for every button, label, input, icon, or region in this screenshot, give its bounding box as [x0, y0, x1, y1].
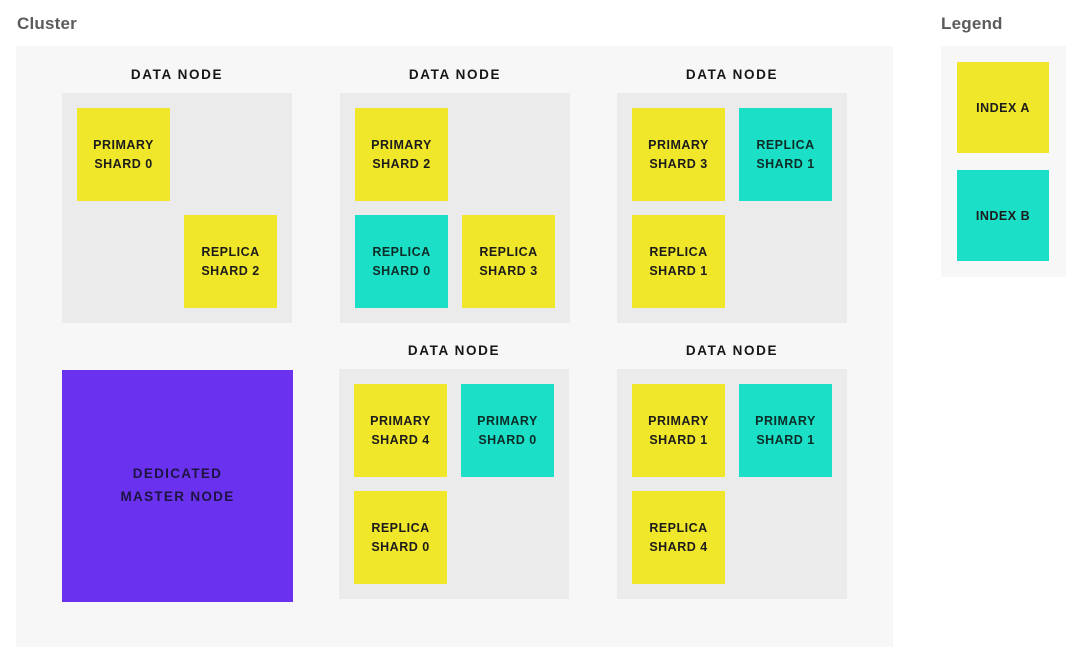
- data-node-label: DATA NODE: [407, 343, 501, 358]
- shard-label-line1: REPLICA: [649, 520, 708, 535]
- shard-label-line2: SHARD 2: [201, 263, 260, 278]
- data-node-label: DATA NODE: [408, 67, 502, 82]
- data-node-box: PRIMARY SHARD 4 PRIMARY SHARD 0 REPLICA …: [339, 369, 569, 599]
- shard-label-line2: SHARD 1: [649, 263, 708, 278]
- shard-label-line2: SHARD 0: [372, 263, 431, 278]
- shard-label-line2: SHARD 4: [371, 432, 430, 447]
- shard-replica-0-index-b: REPLICA SHARD 0: [355, 215, 448, 308]
- cluster-title: Cluster: [17, 14, 77, 33]
- shard-replica-0-index-a: REPLICA SHARD 0: [354, 491, 447, 584]
- data-node-2: DATA NODE PRIMARY SHARD 2 REPLICA SHARD …: [340, 67, 570, 323]
- data-node-box: PRIMARY SHARD 2 REPLICA SHARD 0 REPLICA …: [340, 93, 570, 323]
- data-node-box: PRIMARY SHARD 0 REPLICA SHARD 2: [62, 93, 292, 323]
- data-node-label: DATA NODE: [685, 67, 779, 82]
- shard-primary-0-index-b: PRIMARY SHARD 0: [461, 384, 554, 477]
- legend-swatch-index-a: INDEX A: [957, 62, 1049, 153]
- shard-primary-1-index-a: PRIMARY SHARD 1: [632, 384, 725, 477]
- data-node-1: DATA NODE PRIMARY SHARD 0 REPLICA SHARD …: [62, 67, 292, 323]
- shard-label-line1: REPLICA: [372, 244, 431, 259]
- shard-label-line2: SHARD 1: [756, 432, 815, 447]
- legend-swatch-index-b: INDEX B: [957, 170, 1049, 261]
- shard-primary-1-index-b: PRIMARY SHARD 1: [739, 384, 832, 477]
- shard-replica-2-index-a: REPLICA SHARD 2: [184, 215, 277, 308]
- shard-label-line2: SHARD 2: [372, 156, 431, 171]
- data-node-label: DATA NODE: [130, 67, 224, 82]
- shard-label-line1: PRIMARY: [477, 413, 538, 428]
- shard-label-line1: REPLICA: [201, 244, 260, 259]
- shard-primary-0-index-a: PRIMARY SHARD 0: [77, 108, 170, 201]
- shard-label-line1: PRIMARY: [755, 413, 816, 428]
- shard-replica-1-index-a: REPLICA SHARD 1: [632, 215, 725, 308]
- shard-primary-3-index-a: PRIMARY SHARD 3: [632, 108, 725, 201]
- shard-primary-4-index-a: PRIMARY SHARD 4: [354, 384, 447, 477]
- shard-label-line1: REPLICA: [649, 244, 708, 259]
- shard-label-line1: PRIMARY: [648, 137, 709, 152]
- master-node-label-line1: DEDICATED: [132, 466, 223, 482]
- data-node-4: DATA NODE PRIMARY SHARD 4 PRIMARY SHARD …: [339, 343, 569, 599]
- shard-label-line2: SHARD 4: [649, 539, 708, 554]
- shard-label-line2: SHARD 0: [371, 539, 430, 554]
- shard-replica-4-index-a: REPLICA SHARD 4: [632, 491, 725, 584]
- dedicated-master-node: DEDICATED MASTER NODE: [62, 370, 293, 602]
- data-node-box: PRIMARY SHARD 1 PRIMARY SHARD 1 REPLICA …: [617, 369, 847, 599]
- shard-label-line1: REPLICA: [479, 244, 538, 259]
- shard-label-line1: REPLICA: [371, 520, 430, 535]
- shard-label-line2: SHARD 3: [479, 263, 538, 278]
- shard-label-line1: PRIMARY: [93, 137, 154, 152]
- shard-primary-2-index-a: PRIMARY SHARD 2: [355, 108, 448, 201]
- shard-label-line2: SHARD 0: [94, 156, 153, 171]
- master-node-label-line2: MASTER NODE: [120, 489, 235, 504]
- shard-label-line1: REPLICA: [756, 137, 815, 152]
- shard-label-line1: PRIMARY: [370, 413, 431, 428]
- data-node-box: PRIMARY SHARD 3 REPLICA SHARD 1 REPLICA …: [617, 93, 847, 323]
- shard-label-line1: PRIMARY: [648, 413, 709, 428]
- legend-title: Legend: [941, 14, 1003, 33]
- data-node-5: DATA NODE PRIMARY SHARD 1 PRIMARY SHARD …: [617, 343, 847, 599]
- shard-replica-3-index-a: REPLICA SHARD 3: [462, 215, 555, 308]
- data-node-label: DATA NODE: [685, 343, 779, 358]
- shard-label-line2: SHARD 3: [649, 156, 708, 171]
- shard-label-line2: SHARD 1: [756, 156, 815, 171]
- legend-panel: INDEX A INDEX B: [941, 46, 1066, 277]
- shard-label-line1: PRIMARY: [371, 137, 432, 152]
- shard-label-line2: SHARD 1: [649, 432, 708, 447]
- shard-replica-1-index-b: REPLICA SHARD 1: [739, 108, 832, 201]
- cluster-panel: DATA NODE PRIMARY SHARD 0 REPLICA SHARD …: [16, 46, 893, 647]
- data-node-3: DATA NODE PRIMARY SHARD 3 REPLICA SHARD …: [617, 67, 847, 323]
- shard-label-line2: SHARD 0: [478, 432, 537, 447]
